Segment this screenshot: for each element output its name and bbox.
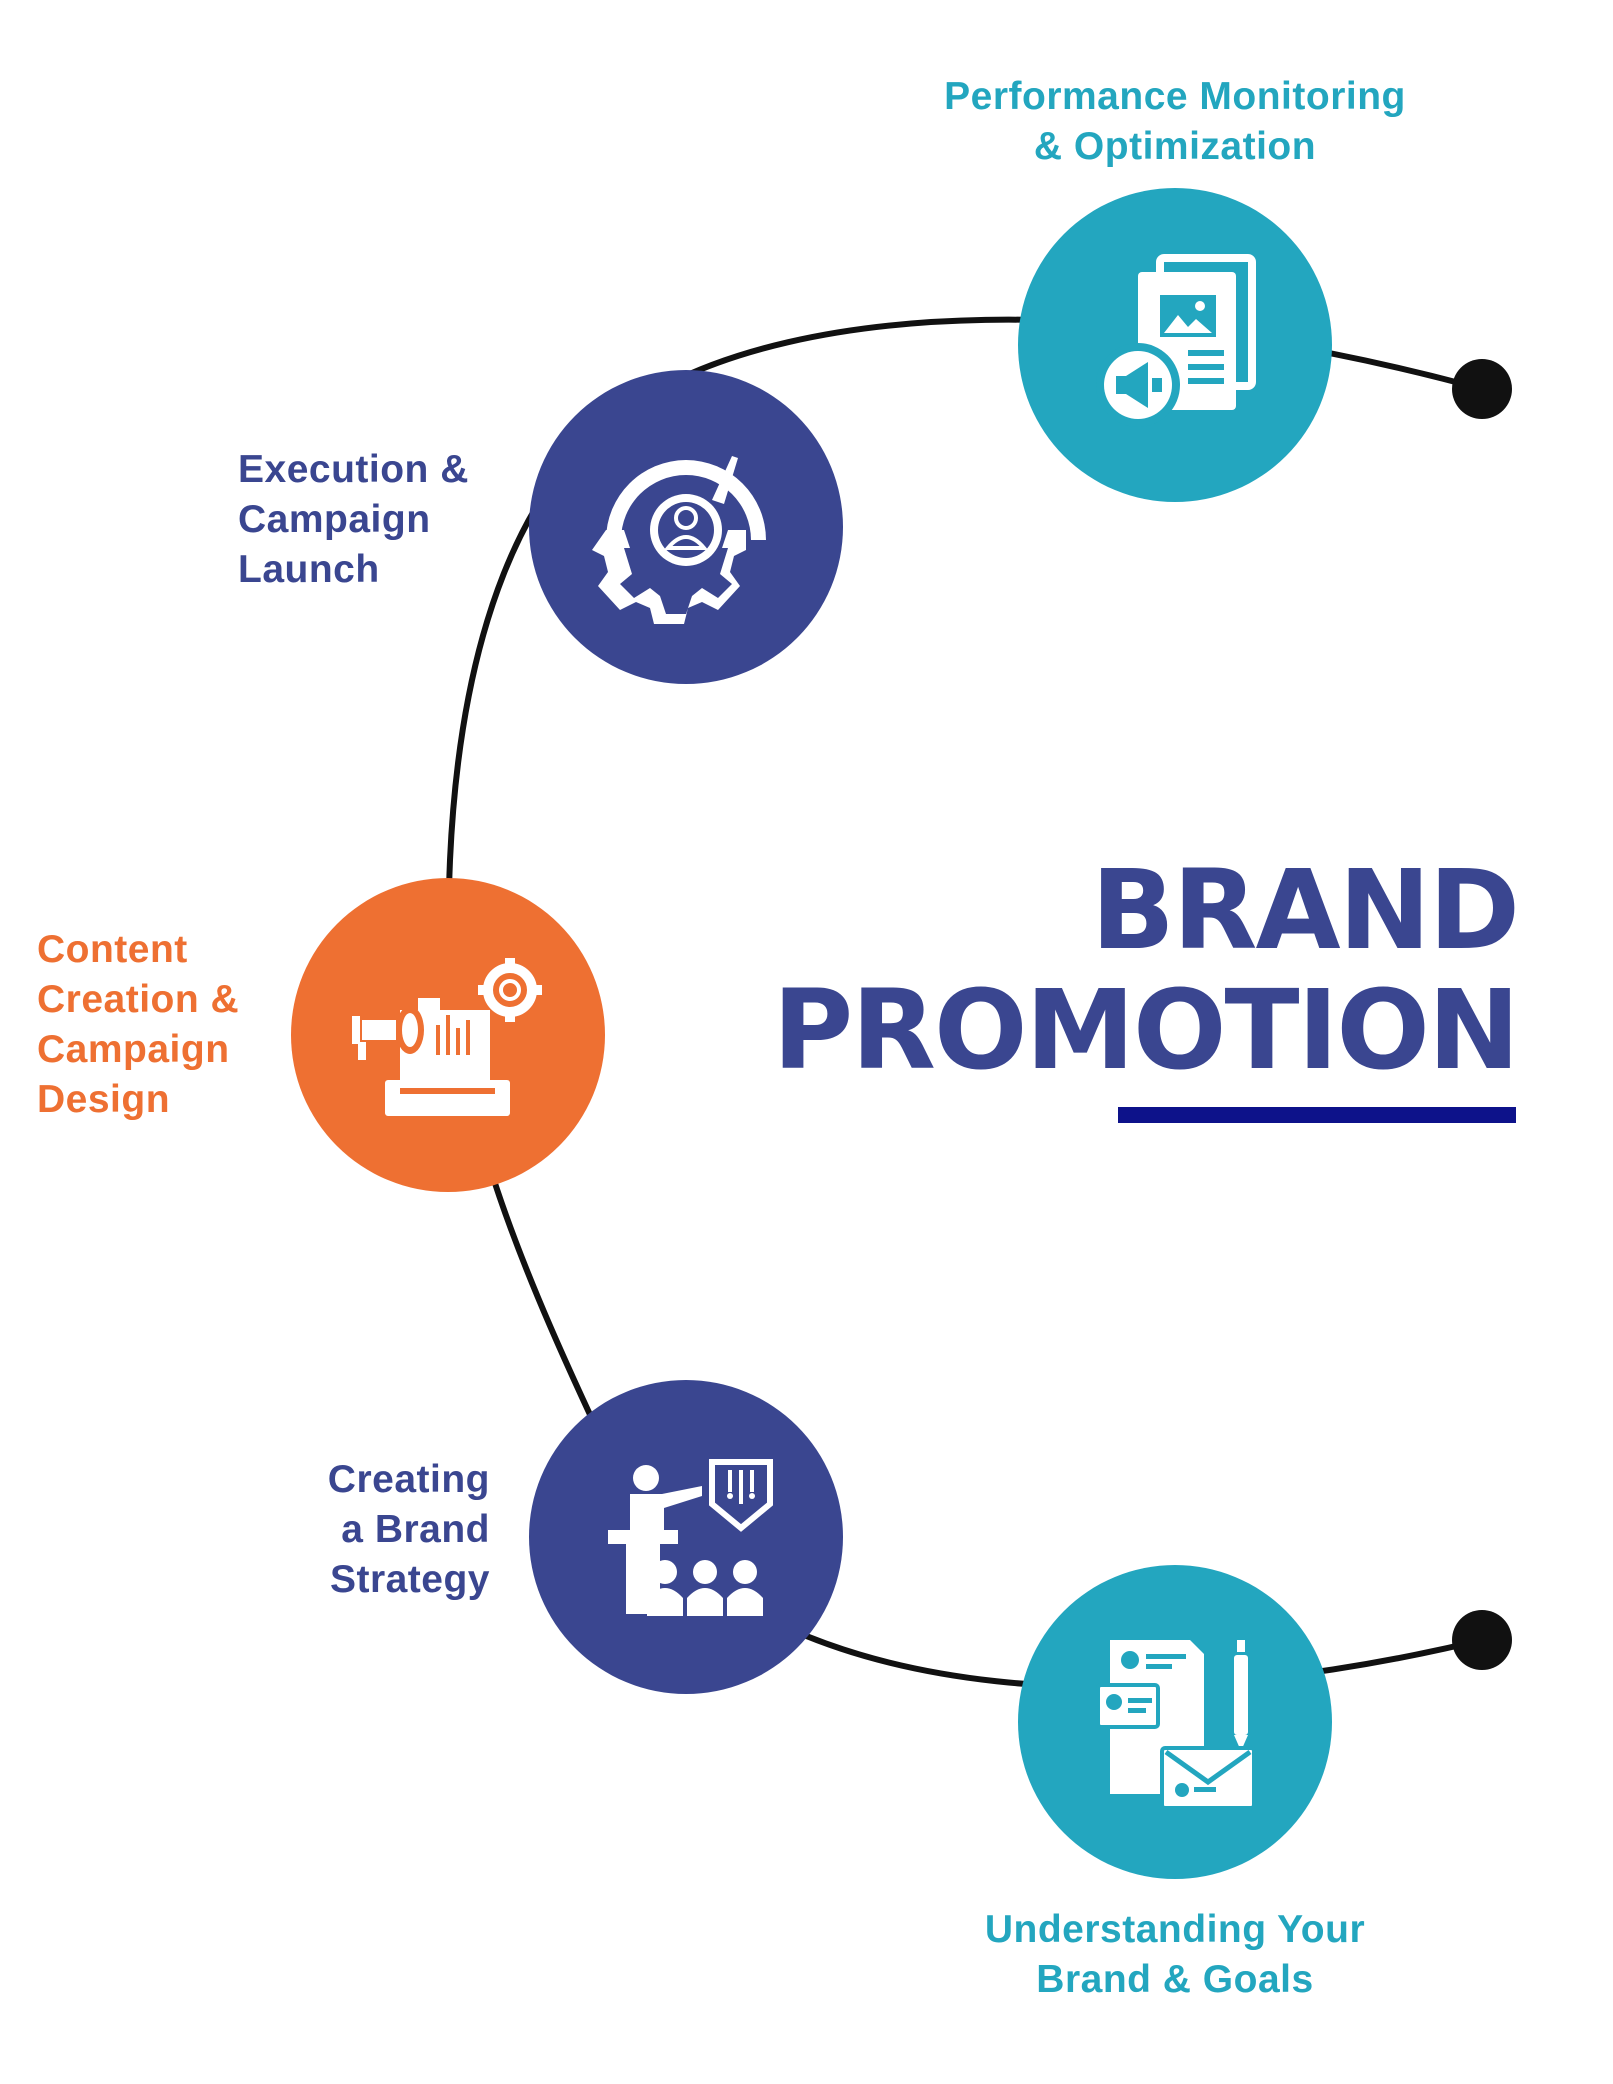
endpoint-dot-bottom bbox=[1452, 1610, 1512, 1670]
documents-megaphone-icon bbox=[1096, 254, 1256, 427]
stationery-id-envelope-pencil-icon bbox=[1096, 1640, 1256, 1810]
presenter-audience-shield-icon bbox=[608, 1459, 773, 1616]
step-node-execution bbox=[529, 370, 843, 684]
step-label-understanding: Understanding Your Brand & Goals bbox=[984, 1908, 1366, 2001]
step-node-understanding bbox=[1018, 1565, 1332, 1879]
title-line-2: PROMOTION bbox=[772, 966, 1520, 1094]
step-node-performance bbox=[1018, 188, 1332, 502]
step-label-strategy: Creating a Brand Strategy bbox=[327, 1458, 490, 1601]
step-label-performance: Performance Monitoring & Optimization bbox=[944, 75, 1406, 168]
megaphone-laptop-gear-icon bbox=[352, 958, 542, 1116]
title-underline bbox=[1118, 1107, 1516, 1123]
step-node-strategy bbox=[529, 1380, 843, 1694]
endpoint-dot-top bbox=[1452, 359, 1512, 419]
step-label-content: Content Creation & Campaign Design bbox=[37, 928, 240, 1121]
step-label-execution: Execution & Campaign Launch bbox=[238, 448, 469, 591]
title-line-1: BRAND bbox=[1090, 846, 1520, 974]
gear-gauge-user-icon bbox=[592, 456, 766, 624]
step-node-content bbox=[291, 878, 605, 1192]
